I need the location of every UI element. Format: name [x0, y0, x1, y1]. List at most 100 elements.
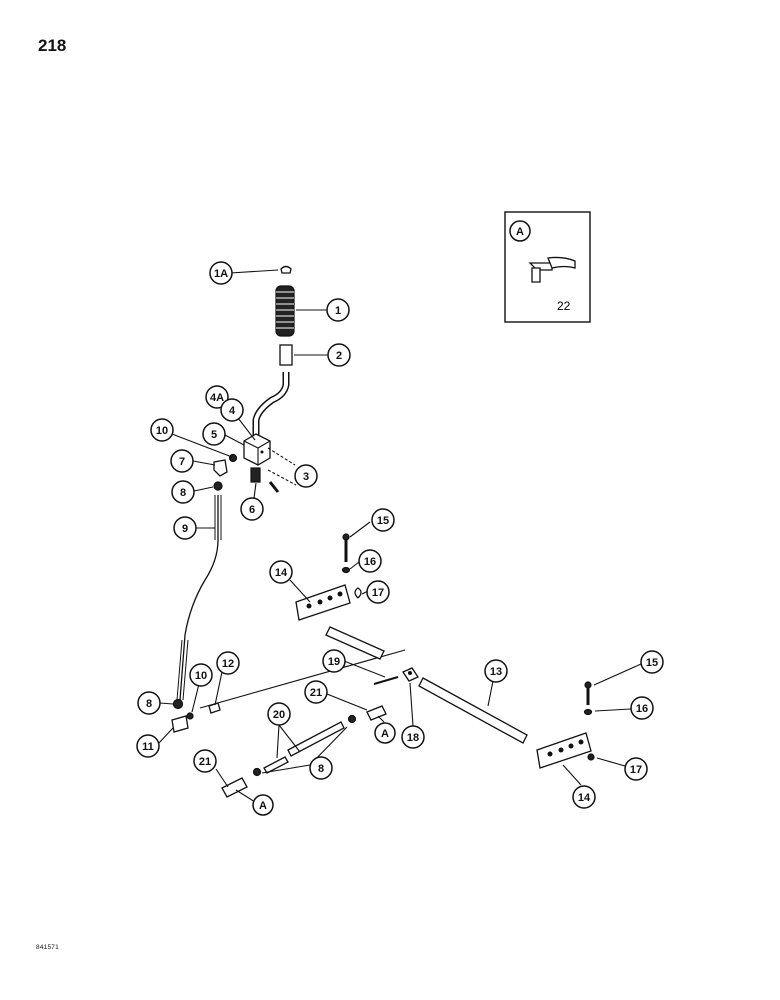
callout-1a: 1A [209, 261, 233, 285]
callout-19: 19 [322, 649, 346, 673]
callout-8-lower-center: 8 [309, 756, 333, 780]
handle-grip-part [275, 285, 295, 337]
svg-text:13: 13 [490, 666, 502, 678]
svg-text:8: 8 [146, 698, 152, 710]
figure-code: 841571 [36, 944, 59, 951]
callout-6: 6 [240, 497, 264, 521]
svg-text:8: 8 [180, 487, 186, 499]
nut-part [213, 481, 223, 491]
callout-1: 1 [326, 298, 350, 322]
callout-11: 11 [136, 734, 160, 758]
svg-text:17: 17 [630, 764, 642, 776]
svg-text:17: 17 [372, 587, 384, 599]
callout-a-upper: A [374, 722, 396, 744]
pivot-bracket-left-part [295, 584, 351, 621]
svg-text:9: 9 [182, 523, 188, 535]
callout-10-lower: 10 [189, 663, 213, 687]
clevis-part [213, 459, 228, 477]
leader-lines [157, 269, 642, 803]
svg-text:6: 6 [249, 504, 255, 516]
svg-text:15: 15 [377, 515, 389, 527]
clevis-part [366, 705, 387, 721]
nut-part [347, 714, 357, 724]
inset-view-label: A [509, 220, 531, 242]
svg-text:5: 5 [211, 429, 217, 441]
cross-shaft-part [418, 677, 528, 744]
svg-text:12: 12 [222, 658, 234, 670]
callout-17-right: 17 [624, 757, 648, 781]
callout-4a: 4A [205, 385, 229, 409]
callout-21-upper: 21 [304, 680, 328, 704]
callout-7: 7 [170, 449, 194, 473]
callout-3: 3 [294, 464, 318, 488]
svg-text:16: 16 [636, 703, 648, 715]
svg-text:7: 7 [179, 456, 185, 468]
callout-15-right: 15 [640, 650, 664, 674]
callout-a-lower: A [252, 794, 274, 816]
svg-text:15: 15 [646, 657, 658, 669]
svg-text:1: 1 [335, 305, 341, 317]
lock-nut-part [587, 753, 595, 761]
callout-18: 18 [401, 725, 425, 749]
callout-14-left: 14 [269, 560, 293, 584]
svg-text:18: 18 [407, 732, 419, 744]
clevis-part [221, 777, 248, 798]
washer-part [228, 453, 238, 463]
svg-text:8: 8 [318, 763, 324, 775]
pin-part [373, 676, 399, 685]
callout-16-right: 16 [630, 696, 654, 720]
svg-text:20: 20 [273, 709, 285, 721]
svg-text:10: 10 [156, 425, 168, 437]
callout-2: 2 [327, 343, 351, 367]
lever-rod-part [252, 372, 290, 440]
callout-14-right: 14 [572, 785, 596, 809]
cross-rod-part [199, 649, 406, 709]
svg-text:4: 4 [229, 405, 236, 417]
adjusting-rod-part [287, 721, 345, 757]
swivel-part [171, 715, 189, 733]
callout-5: 5 [202, 422, 226, 446]
svg-text:21: 21 [199, 756, 211, 768]
lever-assembly [176, 265, 295, 701]
washer-part [186, 712, 194, 720]
callout-9: 9 [173, 516, 197, 540]
lever-block-part [243, 433, 271, 466]
linkage-assembly [171, 533, 595, 798]
svg-text:19: 19 [328, 656, 340, 668]
callout-8-lower-left: 8 [137, 691, 161, 715]
svg-text:A: A [259, 800, 267, 812]
callout-8-upper: 8 [171, 480, 195, 504]
pin-part [268, 481, 280, 493]
svg-text:A: A [381, 728, 389, 740]
washer-part [583, 708, 593, 716]
svg-text:14: 14 [275, 567, 288, 579]
callout-21-lower: 21 [193, 749, 217, 773]
callout-12: 12 [216, 651, 240, 675]
sleeve-part [279, 344, 293, 366]
inset-part-number: 22 [557, 299, 571, 313]
nut-part [172, 698, 184, 710]
svg-text:A: A [516, 226, 524, 238]
control-rod-part [179, 495, 219, 701]
svg-text:2: 2 [336, 350, 342, 362]
callout-20: 20 [267, 702, 291, 726]
lock-nut-part [354, 587, 362, 599]
svg-text:3: 3 [303, 471, 309, 483]
callout-17-left: 17 [366, 580, 390, 604]
pivot-bracket-right-part [536, 732, 592, 769]
svg-text:10: 10 [195, 670, 207, 682]
callout-4: 4 [220, 398, 244, 422]
svg-text:21: 21 [310, 687, 322, 699]
callout-15-left: 15 [371, 508, 395, 532]
callout-16-left: 16 [358, 549, 382, 573]
svg-text:1A: 1A [214, 268, 228, 280]
inset-view-a: A 22 [504, 211, 591, 323]
svg-text:4A: 4A [210, 392, 224, 404]
page-number: 218 [38, 36, 67, 55]
callout-13: 13 [484, 659, 508, 683]
svg-text:14: 14 [578, 792, 591, 804]
clip-part-22 [528, 256, 576, 283]
washer-part [341, 566, 351, 574]
spring-part [250, 467, 261, 483]
